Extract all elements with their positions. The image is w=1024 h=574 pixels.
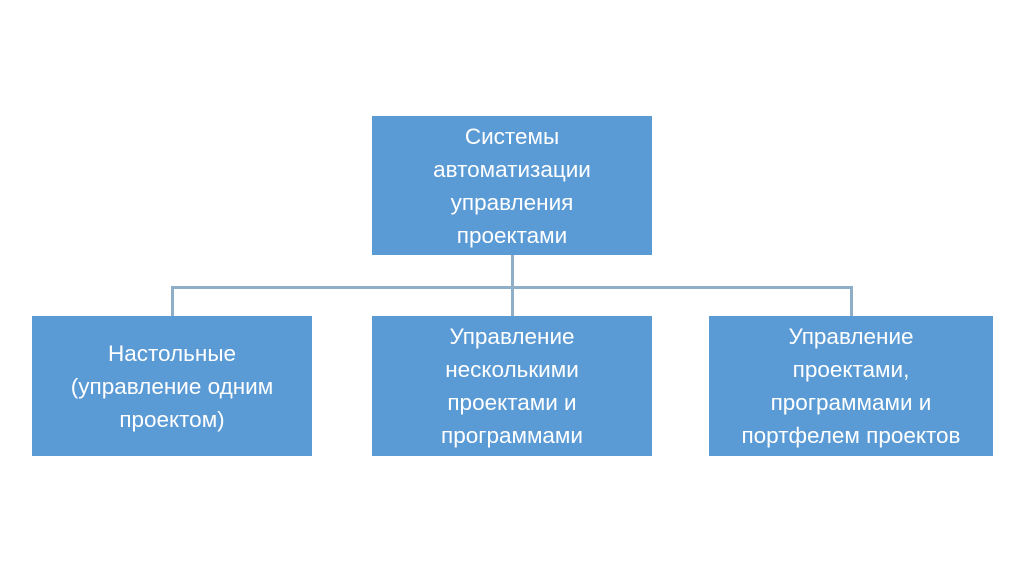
node-child-portfolio-label: Управление проектами, программами и порт… xyxy=(741,324,961,448)
node-child-portfolio[interactable]: Управление проектами, программами и порт… xyxy=(709,316,993,456)
node-child-desktop-label: Настольные (управление одним проектом) xyxy=(70,340,274,432)
connector-horizontal-bar xyxy=(171,286,853,289)
node-child-desktop[interactable]: Настольные (управление одним проектом) xyxy=(32,316,312,456)
connector-drop-child-3 xyxy=(850,286,853,317)
node-child-multi-project-label: Управление несколькими проектами и прогр… xyxy=(441,324,583,448)
connector-drop-child-1 xyxy=(171,286,174,317)
node-root[interactable]: Системы автоматизации управления проекта… xyxy=(372,116,652,255)
node-root-label: Системы автоматизации управления проекта… xyxy=(433,123,591,248)
node-child-multi-project[interactable]: Управление несколькими проектами и прогр… xyxy=(372,316,652,456)
